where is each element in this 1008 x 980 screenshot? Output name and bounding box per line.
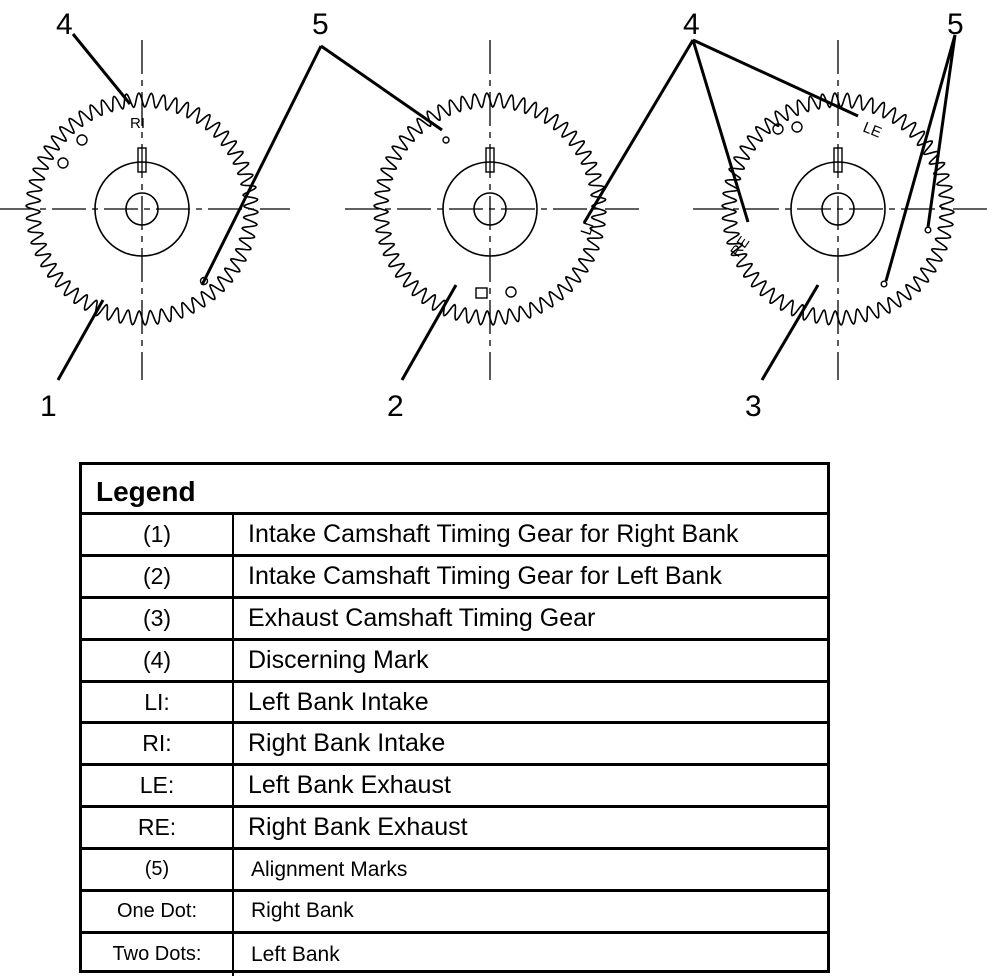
callout-2: 2 <box>387 390 404 423</box>
legend-row: LE: Left Bank Exhaust <box>82 766 827 809</box>
legend-description: Right Bank Exhaust <box>248 813 468 842</box>
callout-5-right: 5 <box>947 8 964 41</box>
gear-diagram: RI LI RE LE <box>0 8 990 423</box>
legend-key: (4) <box>82 640 234 680</box>
legend-description: Left Bank Intake <box>248 687 429 716</box>
gear-3: RE LE <box>693 40 990 380</box>
legend-key: (3) <box>82 598 234 638</box>
legend-key: LI: <box>82 682 234 722</box>
callout-4-left: 4 <box>56 8 73 41</box>
legend-key: Two Dots: <box>82 933 234 976</box>
legend-title: Legend <box>82 465 827 515</box>
legend-row: (4) Discerning Mark <box>82 640 827 683</box>
legend-description: Alignment Marks <box>251 857 408 881</box>
legend-row: Two Dots: Left Bank <box>82 933 827 976</box>
legend-description: Intake Camshaft Timing Gear for Left Ban… <box>248 561 722 590</box>
gear-mark-re: RE <box>727 233 753 260</box>
legend-description: Exhaust Camshaft Timing Gear <box>248 603 596 632</box>
legend-row: One Dot: Right Bank <box>82 892 827 934</box>
legend-description: Left Bank <box>251 942 340 966</box>
callout-3: 3 <box>745 390 762 423</box>
legend-key: RI: <box>82 724 234 764</box>
legend-key: (5) <box>82 850 234 890</box>
legend-row: (2) Intake Camshaft Timing Gear for Left… <box>82 556 827 599</box>
legend-description: Discerning Mark <box>248 645 429 674</box>
callout-1: 1 <box>40 390 57 423</box>
gear-1: RI <box>0 40 290 380</box>
legend-key: RE: <box>82 808 234 848</box>
legend-key: (2) <box>82 556 234 596</box>
legend-row: (5) Alignment Marks <box>82 850 827 893</box>
legend-description: Right Bank Intake <box>248 729 446 758</box>
legend-row: (3) Exhaust Camshaft Timing Gear <box>82 598 827 641</box>
legend-key: One Dot: <box>82 892 234 931</box>
gear-mark-ri: RI <box>130 115 145 132</box>
legend-table: Legend (1) Intake Camshaft Timing Gear f… <box>79 462 830 976</box>
gear-mark-le: LE <box>861 119 884 142</box>
leader-lines <box>56 33 957 381</box>
legend-row: LI: Left Bank Intake <box>82 682 827 725</box>
gear-2: LI <box>345 40 640 380</box>
legend-key: LE: <box>82 766 234 806</box>
legend-description: Intake Camshaft Timing Gear for Right Ba… <box>248 519 739 548</box>
callout-5-left: 5 <box>312 8 329 41</box>
legend-row: (1) Intake Camshaft Timing Gear for Righ… <box>82 515 827 557</box>
legend-row: RI: Right Bank Intake <box>82 724 827 767</box>
callout-4-right: 4 <box>683 8 700 41</box>
legend-description: Right Bank <box>251 899 354 923</box>
gear-mark-li: LI <box>578 220 598 237</box>
legend-key: (1) <box>82 515 234 554</box>
legend-description: Left Bank Exhaust <box>248 771 451 800</box>
legend-row: RE: Right Bank Exhaust <box>82 808 827 851</box>
